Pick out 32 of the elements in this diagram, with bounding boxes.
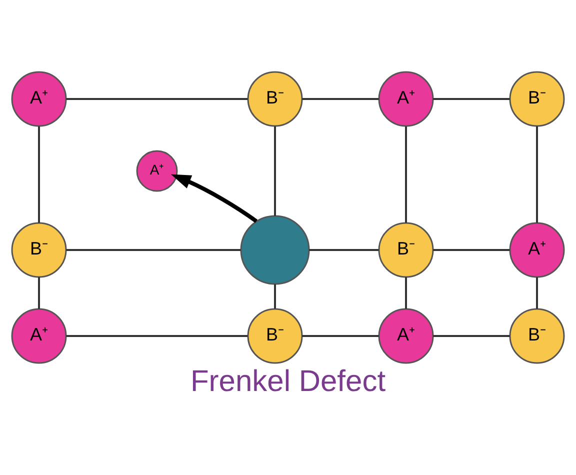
connector <box>433 98 510 100</box>
node-circle: A⁺ <box>378 70 434 126</box>
diagram-title: Frenkel Defect <box>190 364 386 398</box>
node-circle: A⁺ <box>136 150 178 192</box>
connector <box>405 126 407 222</box>
connector <box>274 126 276 216</box>
connector <box>66 98 248 100</box>
node-circle: B⁻ <box>247 70 303 126</box>
connector <box>66 248 241 250</box>
node-circle: A⁺ <box>378 308 434 364</box>
node-circle: B⁻ <box>11 222 67 278</box>
connector <box>309 248 379 250</box>
arrow <box>170 174 258 222</box>
node-circle: A⁺ <box>11 70 67 126</box>
node-circle: A⁺ <box>11 308 67 364</box>
connector <box>38 276 40 308</box>
node-circle: B⁻ <box>509 70 565 126</box>
connector <box>274 284 276 308</box>
node-circle: B⁻ <box>378 222 434 278</box>
connector <box>433 334 510 336</box>
node-circle: B⁻ <box>247 308 303 364</box>
connector <box>302 98 379 100</box>
connector <box>536 276 538 308</box>
connector <box>302 334 379 336</box>
node-circle <box>240 214 310 284</box>
connector <box>38 126 40 222</box>
connector <box>536 126 538 222</box>
node-circle: B⁻ <box>509 308 565 364</box>
connector <box>433 248 510 250</box>
connector <box>405 276 407 308</box>
node-circle: A⁺ <box>509 222 565 278</box>
connector <box>66 334 248 336</box>
